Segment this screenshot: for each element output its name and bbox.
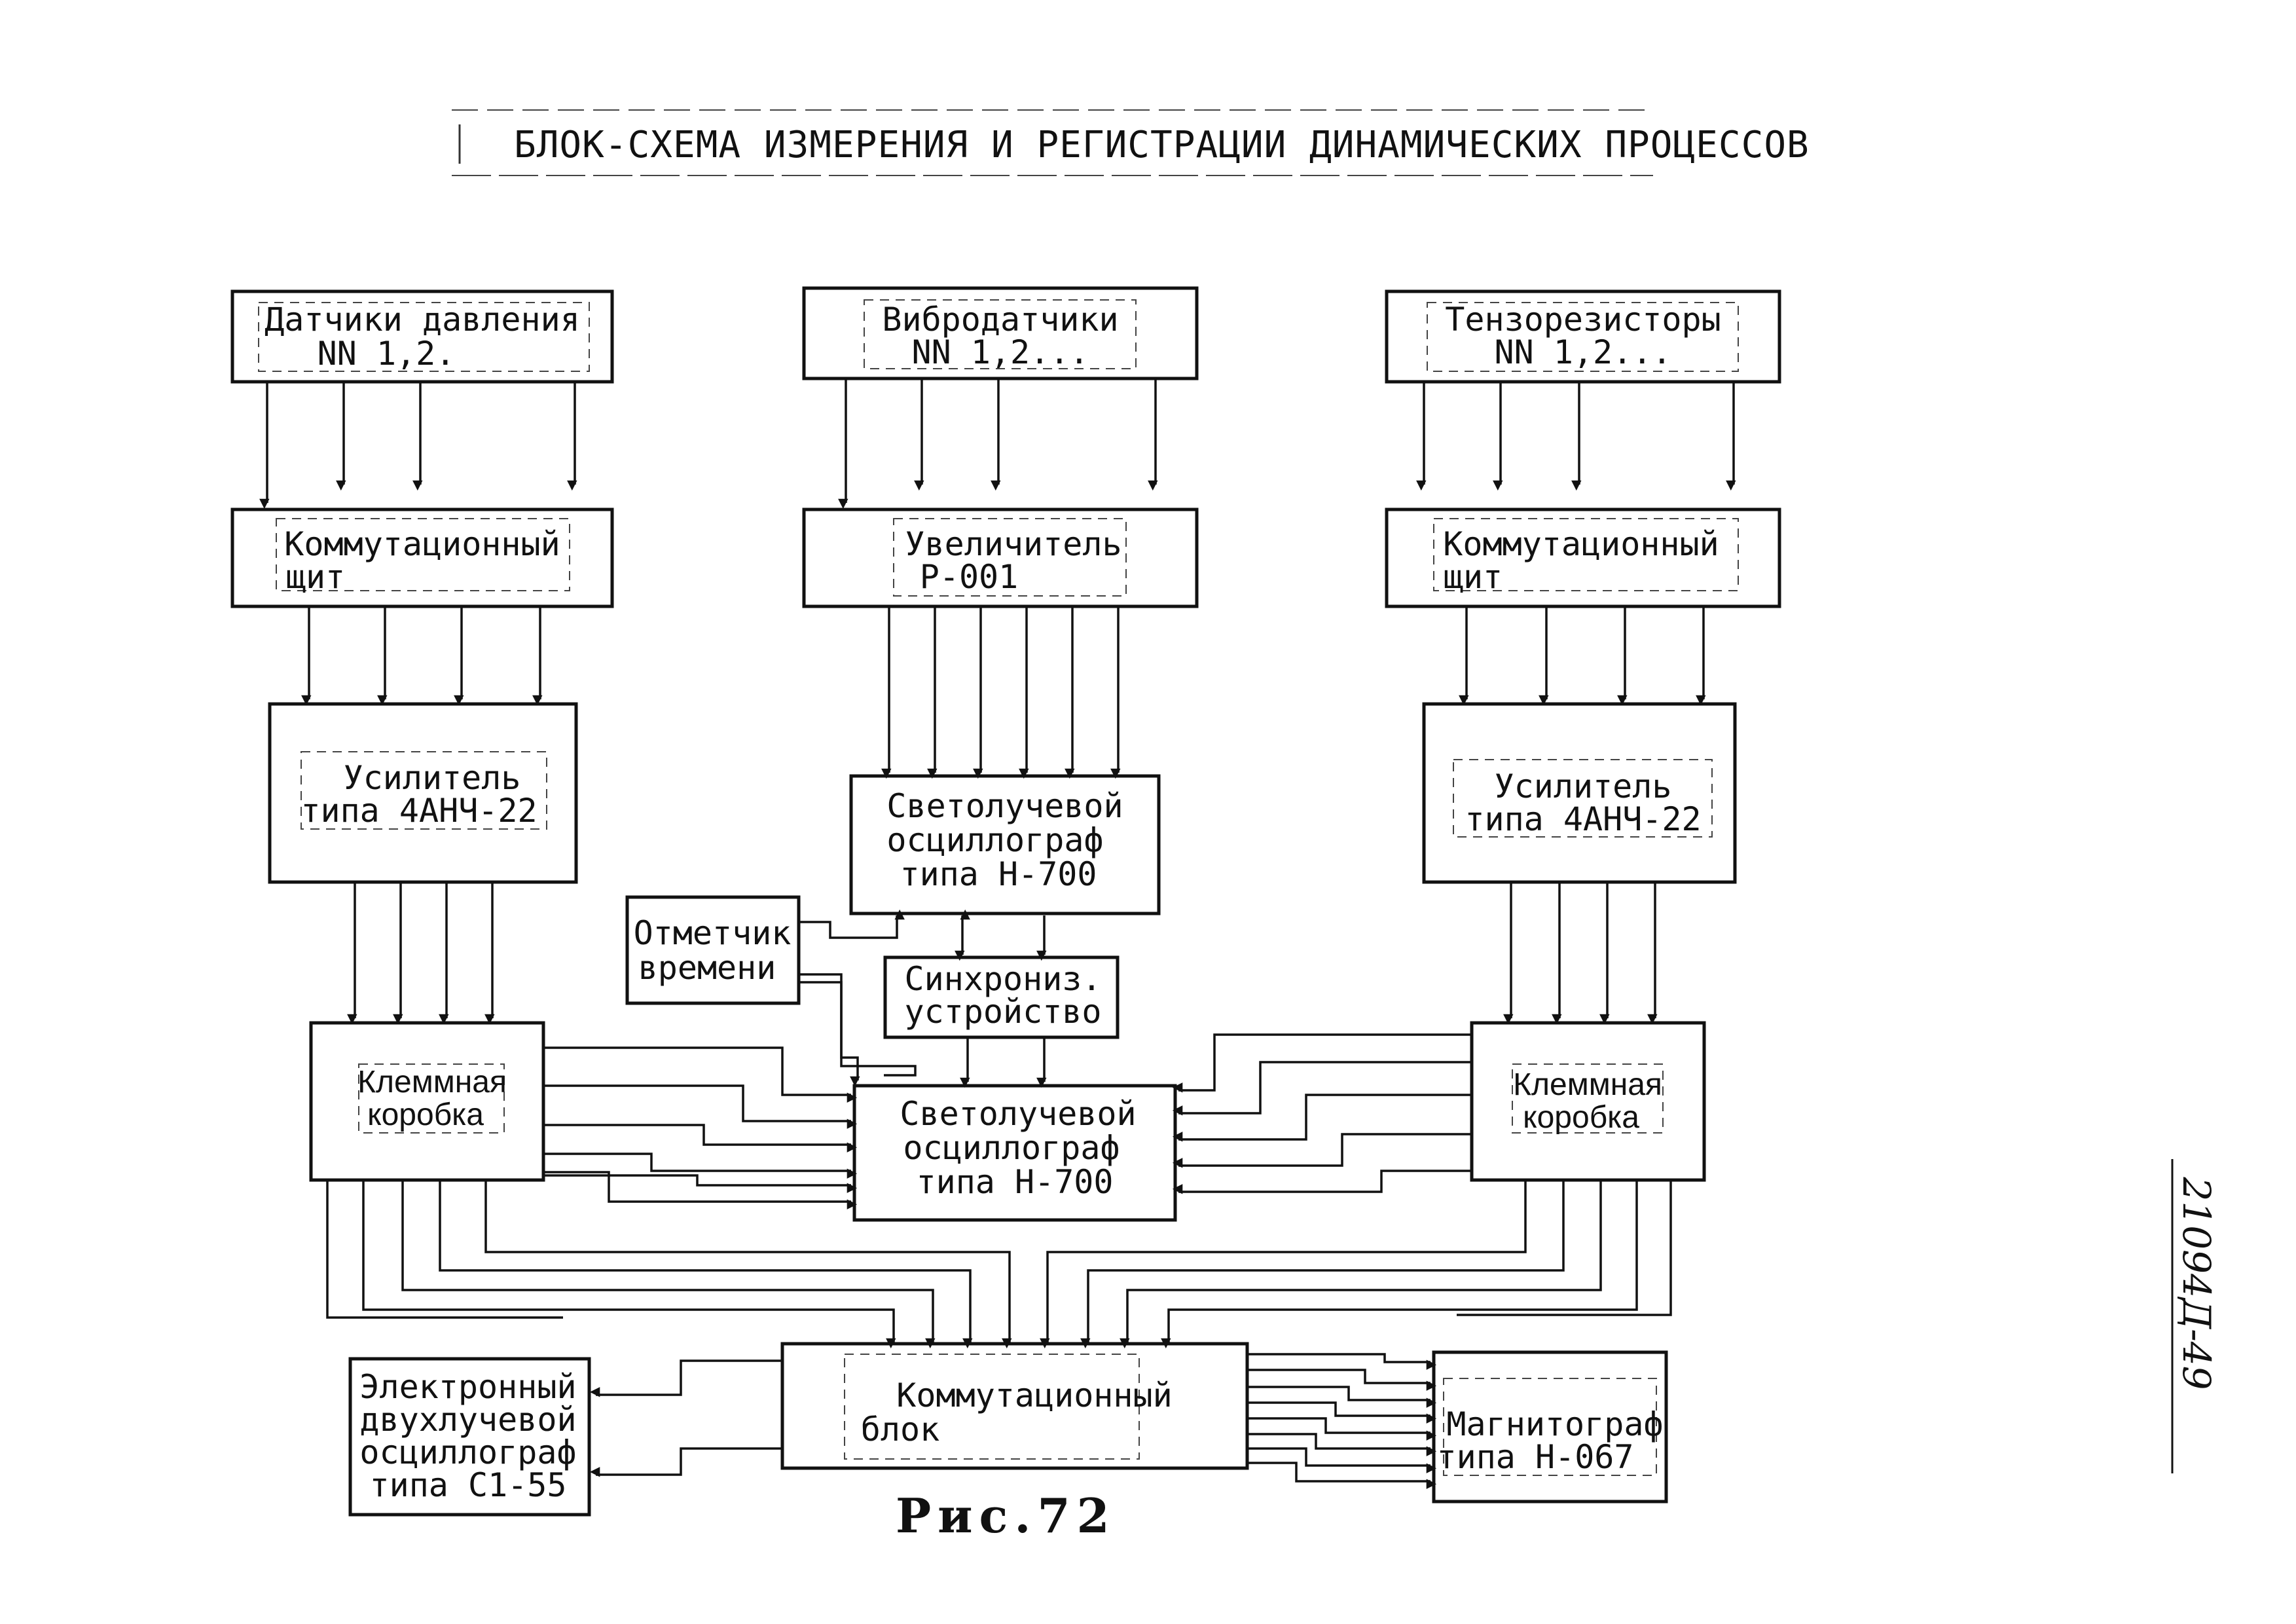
oscillograph-center-block: Светолучевой осциллограф типа Н-700	[852, 1084, 1177, 1222]
vibro-sensors-block: Вибродатчики NN 1,2...	[802, 286, 1199, 380]
vibro-sensors-label-2: NN 1,2...	[912, 333, 1089, 371]
switch-panel-right-label-2: щит	[1444, 558, 1503, 596]
switch-block-label-1: Коммутационный	[896, 1376, 1172, 1414]
time-marker-label-2: времени	[638, 949, 776, 987]
side-code-text: 21094Д-49	[2174, 1176, 2219, 1390]
side-code: 21094Д-49	[2174, 1176, 2219, 1390]
amplifier-right-label-2: типа 4АНЧ-22	[1465, 800, 1701, 838]
terminal-box-right-label-2: коробка	[1523, 1100, 1639, 1135]
switch-panel-left-label-1: Коммутационный	[284, 525, 560, 563]
sync-wiring	[799, 909, 1047, 1088]
terminal-to-switch-block-wiring	[326, 1180, 1672, 1349]
switch-to-magnetograph-wiring	[1247, 1353, 1437, 1489]
strain-gauges-block: Тензорезисторы NN 1,2...	[1385, 289, 1781, 384]
oscillograph-center-label-3: типа Н-700	[916, 1163, 1113, 1201]
sensor-arrows	[259, 378, 1736, 509]
amplifier-right-label-1: Усилитель	[1495, 767, 1672, 805]
amplifier-arrows	[347, 882, 1658, 1025]
magnetograph-block: Магнитограф типа Н-067	[1432, 1350, 1668, 1504]
electronic-oscillograph-block: Электронный двухлучевой осциллограф типа…	[348, 1357, 591, 1517]
terminal-box-left-label-1: Клеммная	[357, 1065, 507, 1099]
magnetograph-label-2: типа Н-067	[1436, 1438, 1633, 1476]
oscillograph-top-label-3: типа Н-700	[900, 855, 1097, 893]
oscillograph-top-label-1: Светолучевой	[886, 787, 1123, 825]
magnifier-label-1: Увеличитель	[905, 525, 1121, 563]
amplifier-right-block: Усилитель типа 4АНЧ-22	[1422, 702, 1737, 884]
strain-gauges-label-2: NN 1,2...	[1495, 333, 1672, 371]
terminal-box-left-block: Клеммная коробка	[309, 1021, 545, 1182]
oscillograph-center-label-2: осциллограф	[903, 1129, 1120, 1167]
amplifier-left-block: Усилитель типа 4АНЧ-22	[268, 702, 578, 884]
switch-panel-right-block: Коммутационный щит	[1385, 507, 1781, 608]
switch-block-label-2: блок	[861, 1411, 939, 1449]
magnetograph-label-1: Магнитограф	[1446, 1405, 1663, 1443]
switch-panel-right-label-1: Коммутационный	[1443, 525, 1719, 563]
time-marker-block: Отметчик времени	[625, 895, 801, 1005]
strain-gauges-label-1: Тензорезисторы	[1445, 301, 1721, 339]
magnifier-label-2: Р-001	[920, 558, 1019, 596]
row2-arrows	[301, 606, 1706, 779]
switch-to-electronic-wiring	[589, 1359, 782, 1477]
sync-device-label-2: устройство	[904, 993, 1101, 1031]
diagram-title: БЛОК-СХЕМА ИЗМЕРЕНИЯ И РЕГИСТРАЦИИ ДИНАМ…	[452, 109, 1810, 176]
switch-panel-left-block: Коммутационный щит	[230, 507, 614, 608]
switch-block: Коммутационный блок	[780, 1342, 1249, 1470]
terminal-box-left-label-2: коробка	[367, 1098, 484, 1132]
oscillograph-top-label-2: осциллограф	[886, 821, 1103, 859]
oscillograph-center-label-1: Светолучевой	[900, 1095, 1136, 1133]
electronic-oscillograph-label-2: двухлучевой	[359, 1401, 576, 1439]
pressure-sensors-block: Датчики давления NN 1,2.	[230, 289, 614, 384]
magnifier-block: Увеличитель Р-001	[802, 507, 1199, 608]
time-marker-label-1: Отметчик	[634, 914, 792, 952]
amplifier-left-label-2: типа 4АНЧ-22	[301, 792, 537, 830]
pressure-sensors-label-2: NN 1,2.	[318, 335, 456, 373]
sync-device-label-1: Синхрониз.	[904, 960, 1101, 998]
amplifier-left-label-1: Усилитель	[344, 759, 521, 797]
electronic-oscillograph-label-4: типа С1-55	[369, 1466, 566, 1504]
switch-panel-left-label-2: щит	[286, 558, 345, 596]
electronic-oscillograph-label-3: осциллограф	[359, 1433, 576, 1471]
vibro-sensors-label-1: Вибродатчики	[882, 301, 1118, 339]
sync-device-block: Синхрониз. устройство	[883, 955, 1120, 1039]
title-text: БЛОК-СХЕМА ИЗМЕРЕНИЯ И РЕГИСТРАЦИИ ДИНАМ…	[514, 124, 1810, 166]
terminal-box-right-block: Клеммная коробка	[1470, 1021, 1706, 1182]
terminal-box-right-label-1: Клеммная	[1513, 1067, 1662, 1102]
electronic-oscillograph-label-1: Электронный	[359, 1368, 576, 1406]
terminal-to-oscillograph-wiring	[543, 1033, 1472, 1209]
pressure-sensors-label-1: Датчики давления	[264, 301, 580, 339]
oscillograph-top-block: Светолучевой осциллограф типа Н-700	[849, 774, 1161, 915]
figure-caption: Рис.72	[896, 1488, 1116, 1543]
